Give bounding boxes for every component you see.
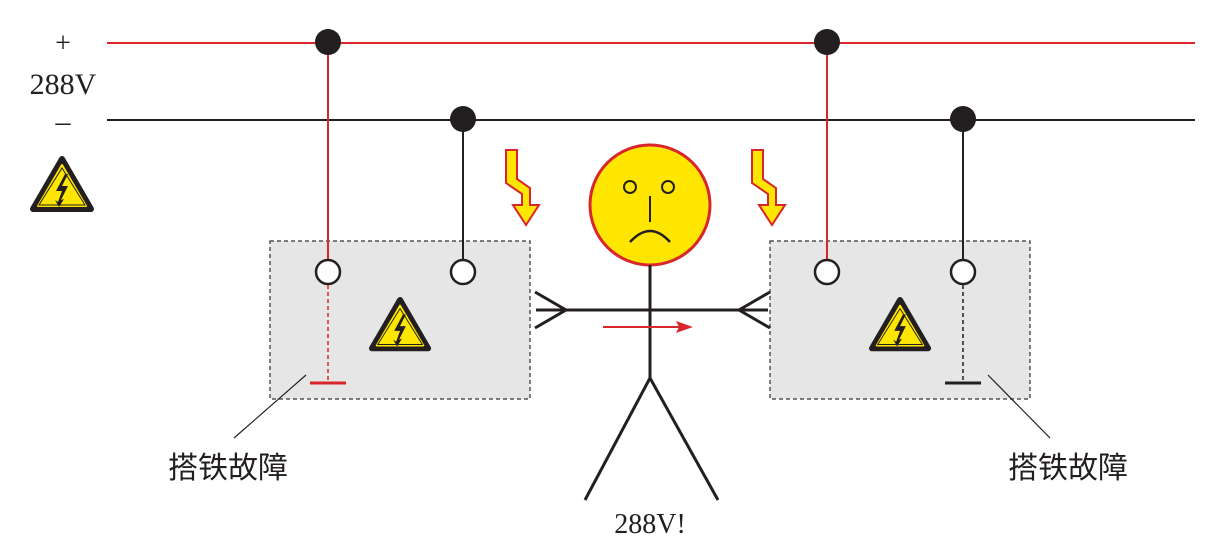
person-right-leg: [648, 377, 720, 501]
right-positive-junction: [814, 29, 840, 55]
left-fault-label: 搭铁故障: [168, 452, 288, 485]
person-voltage-label: 288V!: [614, 509, 686, 540]
left-negative-junction: [450, 106, 476, 132]
person-right-eye: [661, 180, 675, 194]
left-lightning-bolt-icon: [505, 149, 540, 226]
left-fault-leader-line: [233, 374, 307, 439]
right-positive-terminal: [813, 258, 841, 286]
high-voltage-warning-icon: [33, 159, 91, 209]
right-negative-junction: [950, 106, 976, 132]
right-fault-label: 搭铁故障: [1008, 452, 1128, 485]
left-positive-terminal: [314, 258, 342, 286]
person-left-hand: [534, 290, 569, 330]
left-positive-junction: [315, 29, 341, 55]
person-left-eye: [623, 180, 637, 194]
person-right-hand: [736, 290, 771, 330]
person-frown: [629, 229, 671, 243]
left-negative-terminal: [449, 258, 477, 286]
person-figure: [534, 143, 771, 501]
negative-sign: –: [55, 105, 72, 138]
positive-sign: +: [55, 28, 71, 59]
bus-voltage-label: 288V: [30, 68, 97, 101]
right-negative-terminal: [949, 258, 977, 286]
current-flow-arrow: [603, 321, 693, 333]
right-fault-leader-line: [987, 374, 1051, 439]
person-left-leg: [583, 377, 652, 501]
right-lightning-bolt-icon: [751, 149, 786, 226]
